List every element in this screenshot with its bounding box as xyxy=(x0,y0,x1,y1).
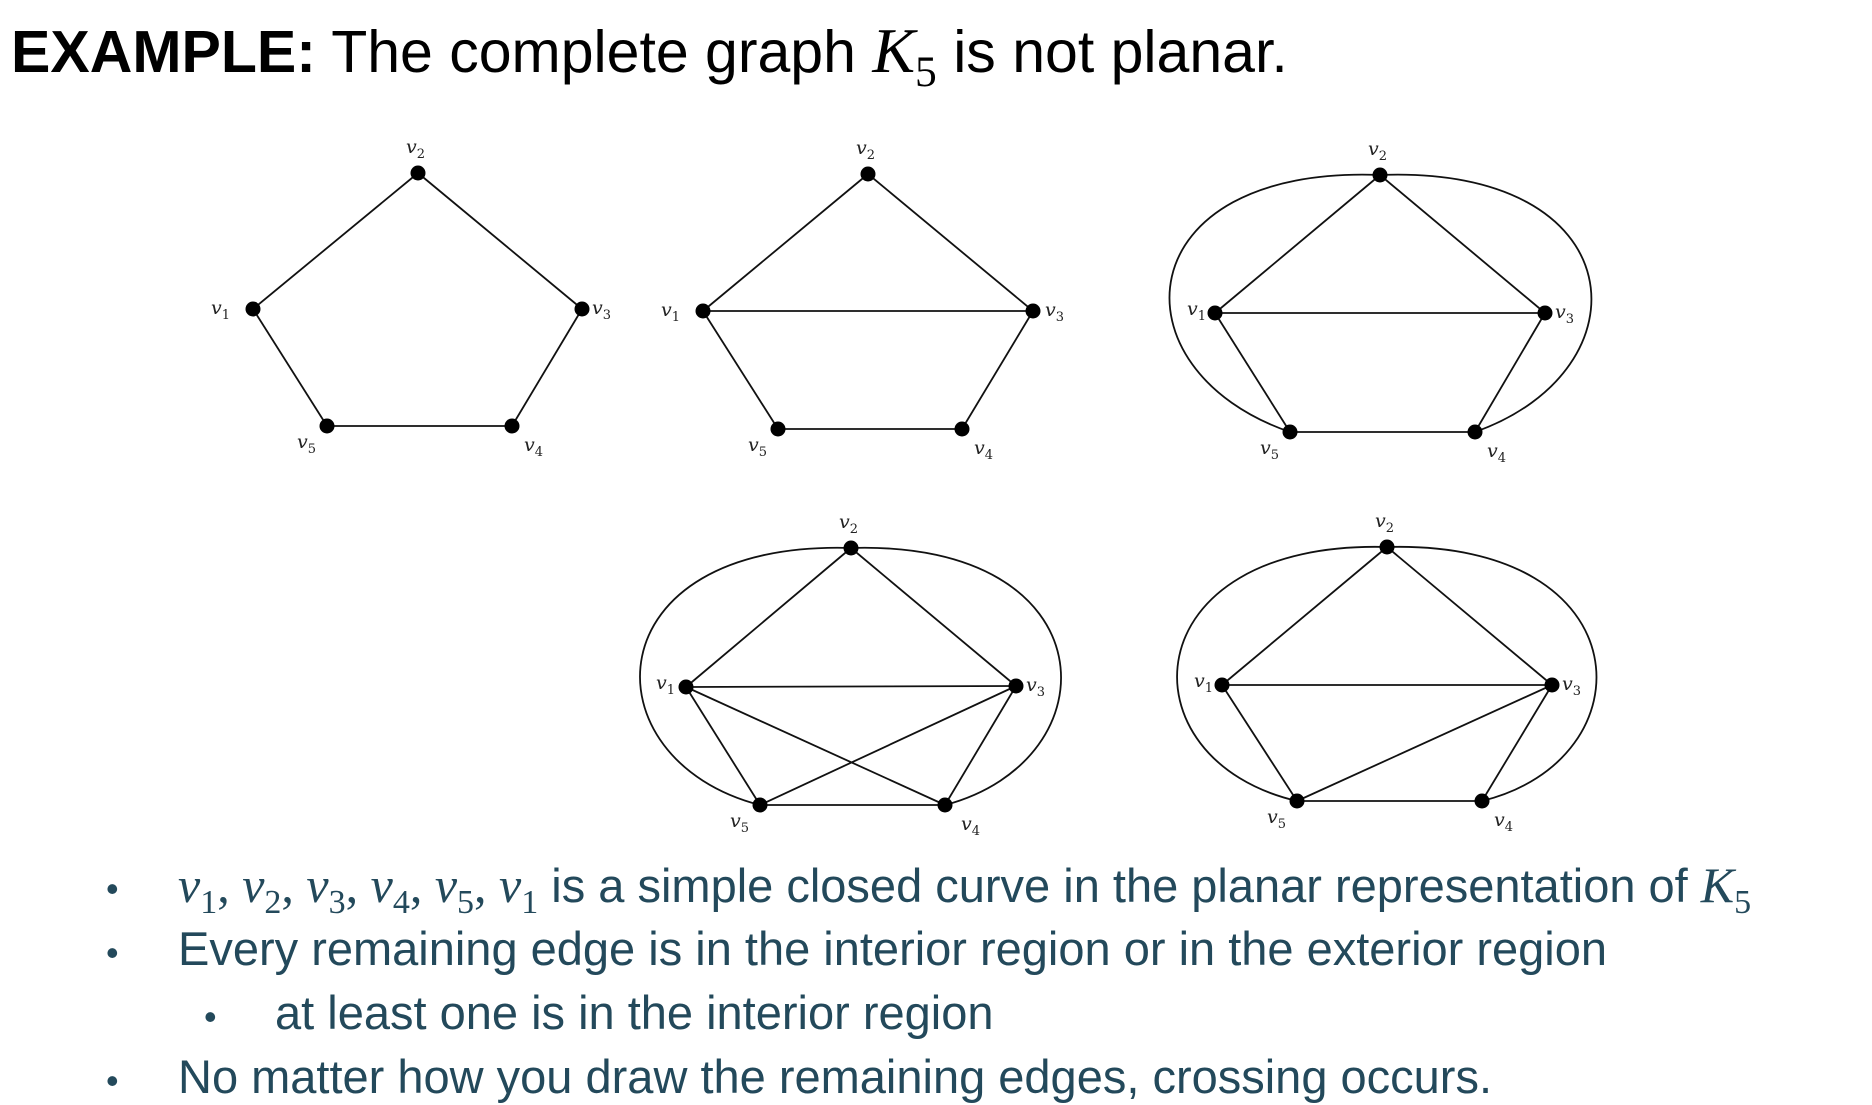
edge-v3-v4 xyxy=(1481,684,1553,802)
bullet-3: at least one is in the interior region xyxy=(275,986,994,1039)
vertex-v2 xyxy=(1372,167,1388,183)
curved-edge xyxy=(1168,173,1381,433)
curved-edge xyxy=(639,547,852,806)
sequence-vertex: v1 xyxy=(499,857,539,921)
edge-v3-v4 xyxy=(944,685,1017,806)
vertex-v1 xyxy=(245,301,261,317)
edge-v5-v1 xyxy=(1214,312,1291,433)
vertex-v5 xyxy=(1282,424,1298,440)
sequence-vertex: v4 xyxy=(370,857,410,921)
bullet-1: v1, v2, v3, v4, v5, v1 is a simple close… xyxy=(178,857,1752,921)
vertex-v5 xyxy=(752,797,768,813)
curved-edge xyxy=(1176,546,1388,802)
edge-v3-v4 xyxy=(511,308,583,427)
slide-title: EXAMPLE: The complete graph K5 is not pl… xyxy=(11,14,1288,96)
edge-v2-v3 xyxy=(417,172,583,310)
sequence-vertex: v2 xyxy=(242,857,282,921)
vertex-v3 xyxy=(1008,678,1024,694)
curved-edge xyxy=(850,547,1062,806)
title-text-before: The complete graph xyxy=(331,19,856,85)
edge-v2-v3 xyxy=(1379,174,1546,314)
vertex-v4 xyxy=(1474,793,1490,809)
edge-v1-v4 xyxy=(685,686,946,806)
bullet-dot: • xyxy=(106,1060,119,1101)
edge-v3-v5 xyxy=(1296,684,1553,802)
vertex-v1 xyxy=(1214,677,1230,693)
bullet-1-graph-symbol: K5 xyxy=(1700,857,1752,921)
vertex-v5 xyxy=(319,418,335,434)
vertex-v3 xyxy=(1544,677,1560,693)
curved-edge xyxy=(1379,173,1593,433)
vertex-v3 xyxy=(1537,305,1553,321)
vertex-v2 xyxy=(843,540,859,556)
edge-v1-v3 xyxy=(685,685,1017,688)
edge-v5-v1 xyxy=(702,310,779,430)
bullet-2: Every remaining edge is in the interior … xyxy=(178,922,1608,975)
bullet-dot: • xyxy=(106,868,119,909)
vertex-v5 xyxy=(770,421,786,437)
edge-v1-v2 xyxy=(702,173,869,312)
edge-v5-v1 xyxy=(685,686,761,806)
vertex-v1 xyxy=(1207,305,1223,321)
edge-v5-v1 xyxy=(252,308,328,427)
vertex-v2 xyxy=(1379,539,1395,555)
title-graph-symbol: K5 xyxy=(872,15,937,96)
bullet-dot: • xyxy=(106,932,119,973)
sequence-vertex: v5 xyxy=(434,857,475,921)
edge-v2-v3 xyxy=(867,173,1034,312)
vertex-v4 xyxy=(937,797,953,813)
edge-v2-v3 xyxy=(1386,546,1553,686)
vertex-v2 xyxy=(410,165,426,181)
edge-v1-v2 xyxy=(1221,546,1388,686)
sequence-vertex: v3 xyxy=(306,857,346,921)
vertex-v1 xyxy=(695,303,711,319)
bullet-4: No matter how you draw the remaining edg… xyxy=(178,1050,1493,1103)
title-label: EXAMPLE: xyxy=(11,19,316,85)
vertex-sequence: v1, v2, v3, v4, v5, v1 xyxy=(178,857,539,921)
bullet-dot: • xyxy=(204,996,217,1037)
edge-v5-v1 xyxy=(1221,684,1298,802)
vertex-v1 xyxy=(678,679,694,695)
edge-v2-v3 xyxy=(850,547,1017,687)
edge-v3-v4 xyxy=(1474,312,1546,433)
bullet-1-text: is a simple closed curve in the planar r… xyxy=(551,859,1688,912)
vertex-v3 xyxy=(574,301,590,317)
edge-v1-v2 xyxy=(252,172,419,310)
sequence-vertex: v1 xyxy=(178,857,218,921)
vertex-v4 xyxy=(954,421,970,437)
vertex-v3 xyxy=(1025,303,1041,319)
vertex-v2 xyxy=(860,166,876,182)
edge-v1-v2 xyxy=(1214,174,1381,314)
vertex-v4 xyxy=(504,418,520,434)
title-text-after: is not planar. xyxy=(953,19,1288,85)
vertex-v4 xyxy=(1467,424,1483,440)
curved-edge xyxy=(1386,546,1598,802)
vertex-v5 xyxy=(1289,793,1305,809)
edge-v1-v2 xyxy=(685,547,852,688)
edge-v3-v4 xyxy=(961,310,1034,430)
edge-v3-v5 xyxy=(759,685,1017,806)
